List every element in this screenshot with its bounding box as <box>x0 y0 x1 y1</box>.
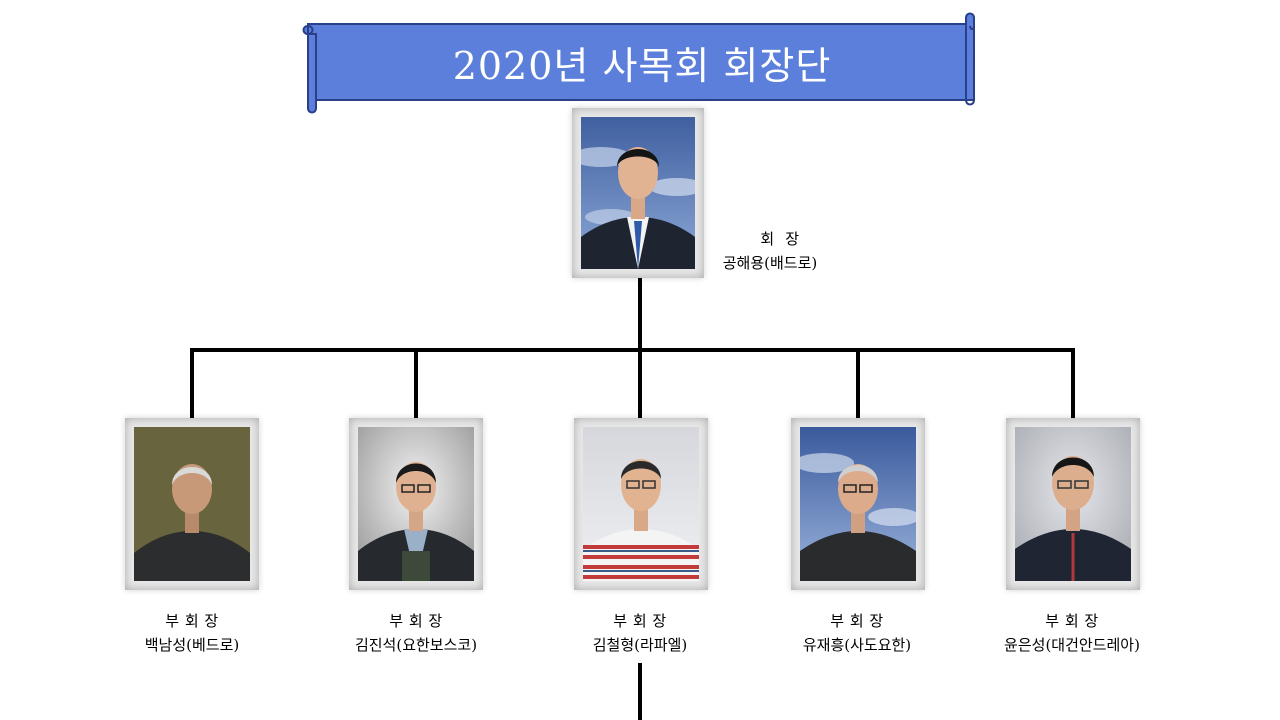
vp-photo-frame-1 <box>125 418 259 590</box>
title-banner <box>302 12 975 114</box>
vp-name-4: 유재흥(사도요한) <box>802 636 912 654</box>
vp-name-5: 윤은성(대건안드레아) <box>1004 636 1140 654</box>
vp-photo-3 <box>583 427 699 581</box>
president-photo <box>581 117 695 269</box>
vp-role-1: 부 회 장 <box>165 612 219 630</box>
vp-photo-frame-2 <box>349 418 483 590</box>
vp-photo-1 <box>134 427 250 581</box>
vp-photo-frame-4 <box>791 418 925 590</box>
vp-photo-frame-3 <box>574 418 708 590</box>
vp-photo-4 <box>800 427 916 581</box>
vp-role-3: 부 회 장 <box>613 612 667 630</box>
president-role: 회 장 <box>760 230 800 248</box>
president-photo-frame <box>572 108 704 278</box>
vp-role-2: 부 회 장 <box>389 612 443 630</box>
vp-name-3: 김철형(라파엘) <box>592 636 688 654</box>
vp-role-5: 부 회 장 <box>1045 612 1099 630</box>
vp-name-2: 김진석(요한보스코) <box>354 636 478 654</box>
vp-photo-frame-5 <box>1006 418 1140 590</box>
banner-title: 2020년 사목회 회장단 <box>452 43 832 88</box>
vp-photo-2 <box>358 427 474 581</box>
vp-name-1: 백남성(베드로) <box>144 636 240 654</box>
vp-photo-5 <box>1015 427 1131 581</box>
president-name: 공해용(배드로) <box>722 254 818 272</box>
vp-role-4: 부 회 장 <box>830 612 884 630</box>
